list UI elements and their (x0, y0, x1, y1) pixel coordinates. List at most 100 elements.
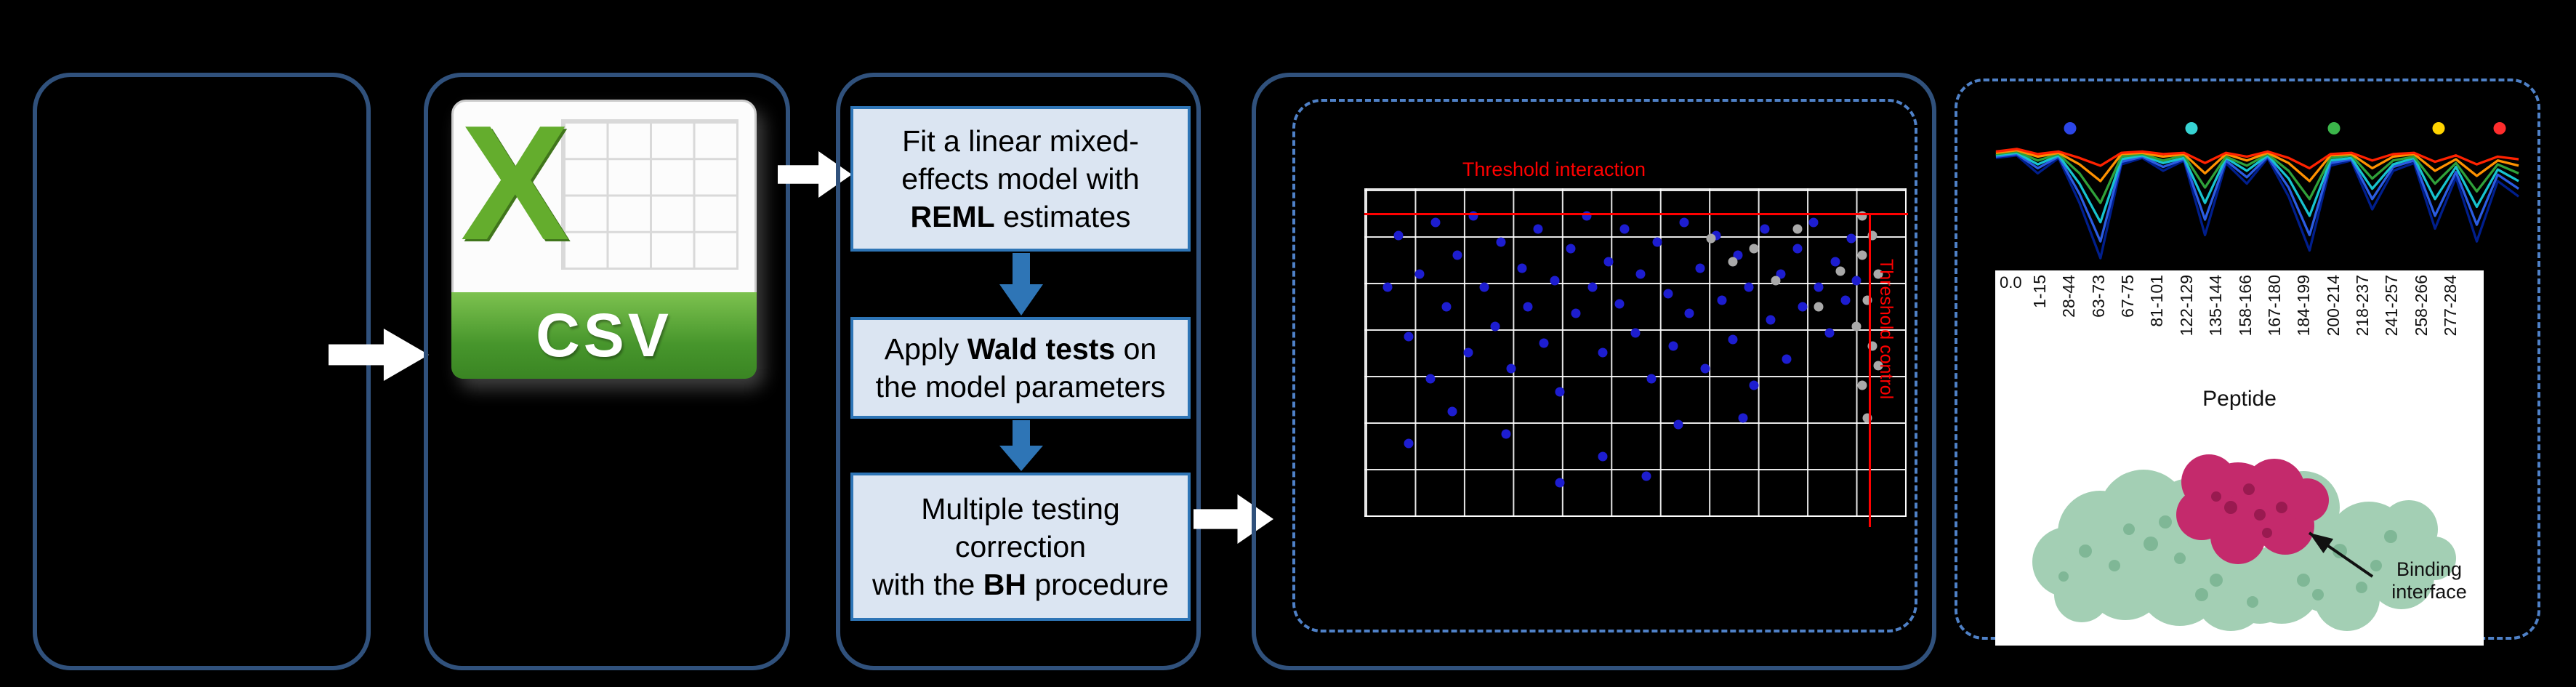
threshold-interaction-line (1364, 213, 1908, 215)
scatter-point (1404, 332, 1414, 342)
peptide-tick-label: 241-257 (2382, 275, 2402, 337)
scatter-point (1447, 406, 1457, 417)
panel-empty-left (33, 73, 371, 670)
scatter-point (1738, 413, 1748, 423)
step-line: with the BH procedure (872, 568, 1169, 602)
peptide-tick-label: 28-44 (2059, 275, 2079, 318)
scatter-point (1598, 451, 1608, 462)
scatter-point (1684, 308, 1694, 318)
scatter-point (1523, 302, 1533, 312)
scatter-point (1792, 224, 1803, 234)
scatter-point (1430, 217, 1441, 228)
protein-surface-shading (2058, 515, 2397, 608)
scatter-point (1425, 374, 1436, 384)
profile-legend (1982, 122, 2532, 137)
peptide-tick-label: 135-144 (2206, 275, 2226, 337)
scatter-point (1749, 244, 1759, 254)
scatter-point (1463, 347, 1473, 358)
binding-interface-shading (2211, 483, 2287, 538)
step-line: correction (954, 529, 1086, 563)
peptide-axis-labels: 1-15 28-44 63-73 67-75 81-101 122-129 135-144 1… (1995, 270, 2484, 394)
scatter-point (1744, 282, 1754, 292)
scatter-point (1873, 269, 1883, 279)
scatter-point (1814, 302, 1824, 312)
scatter-point (1668, 341, 1678, 351)
scatter-point (1840, 295, 1851, 305)
scatter-point (1728, 257, 1738, 267)
csv-file-icon: X CSV (451, 91, 757, 379)
peptide-tick-label: 63-73 (2088, 275, 2108, 318)
scatter-point (1851, 276, 1861, 286)
down-arrow-icon-2 (999, 420, 1043, 471)
scatter-point (1652, 237, 1662, 247)
excel-x-letter: X (460, 90, 570, 274)
scatter-point (1679, 217, 1689, 228)
legend-dot (2327, 122, 2340, 134)
peptide-tick-label: 218-237 (2352, 275, 2372, 337)
scatter-point (1441, 302, 1452, 312)
spreadsheet-grid-icon (561, 118, 738, 270)
scatter-point (1641, 471, 1651, 481)
scatter-point (1824, 328, 1835, 338)
scatter-point (1619, 224, 1630, 234)
peptide-tick-label: 1-15 (2030, 275, 2049, 309)
scatter-point (1490, 321, 1500, 332)
legend-dot (2493, 122, 2506, 134)
scatter-point (1496, 237, 1505, 247)
scatter-point (1846, 233, 1856, 244)
threshold-control-line (1869, 213, 1871, 527)
scatter-point (1760, 224, 1770, 234)
profile-series-red (1995, 148, 2519, 170)
scatter-point (1695, 263, 1705, 273)
scatter-point (1857, 250, 1867, 260)
profile-series-green (1995, 150, 2519, 204)
scatter-dashed-frame (1292, 99, 1917, 632)
scatter-point (1873, 361, 1883, 371)
peptide-tick-label: 122-129 (2176, 275, 2196, 337)
scatter-point (1792, 244, 1803, 254)
down-arrow-icon-1 (999, 253, 1043, 316)
scatter-point (1539, 338, 1549, 348)
scatter-point (1673, 419, 1683, 430)
scatter-point (1452, 250, 1462, 260)
peptide-axis-title: Peptide (2202, 387, 2277, 411)
threshold-control-label: Threshold control (1876, 259, 1896, 400)
peptide-tick-label: 158-166 (2235, 275, 2255, 337)
scatter-point (1830, 257, 1840, 267)
scatter-point (1766, 315, 1775, 325)
csv-banner: CSV (451, 292, 757, 379)
scatter-point (1550, 276, 1560, 286)
binding-interface-region (2176, 454, 2329, 564)
scatter-point (1566, 244, 1576, 254)
scatter-point (1555, 387, 1565, 397)
profile-series-orange (1995, 148, 2519, 182)
scatter-point (1393, 230, 1404, 241)
scatter-point (1630, 328, 1641, 338)
step-line: Multiple testing (921, 491, 1120, 526)
scatter-point (1587, 282, 1598, 292)
scatter-point (1603, 257, 1614, 267)
scatter-point (1479, 282, 1489, 292)
panel-csv-input: X CSV (424, 73, 790, 670)
step-line: Apply Wald tests on (884, 332, 1157, 366)
peptide-tick-label: 277-284 (2441, 275, 2460, 337)
scatter-point (1614, 299, 1625, 309)
scatter-point (1728, 334, 1738, 345)
profile-series-teal (1995, 151, 2519, 224)
peptide-tick-label: 67-75 (2118, 275, 2138, 318)
scatter-point (1598, 347, 1608, 358)
scatter-point (1404, 438, 1414, 449)
csv-banner-label: CSV (536, 300, 672, 369)
panel-scatter-results: Threshold interaction Threshold control (1252, 73, 1936, 670)
peptide-tick-label: 81-101 (2147, 275, 2167, 327)
annotation-arrow (2308, 531, 2374, 578)
scatter-point (1808, 217, 1819, 228)
protein-structure-image (2032, 454, 2456, 631)
scatter-point (1646, 374, 1657, 384)
scatter-plot-area (1364, 188, 1907, 517)
step-line: effects model with (901, 161, 1140, 196)
